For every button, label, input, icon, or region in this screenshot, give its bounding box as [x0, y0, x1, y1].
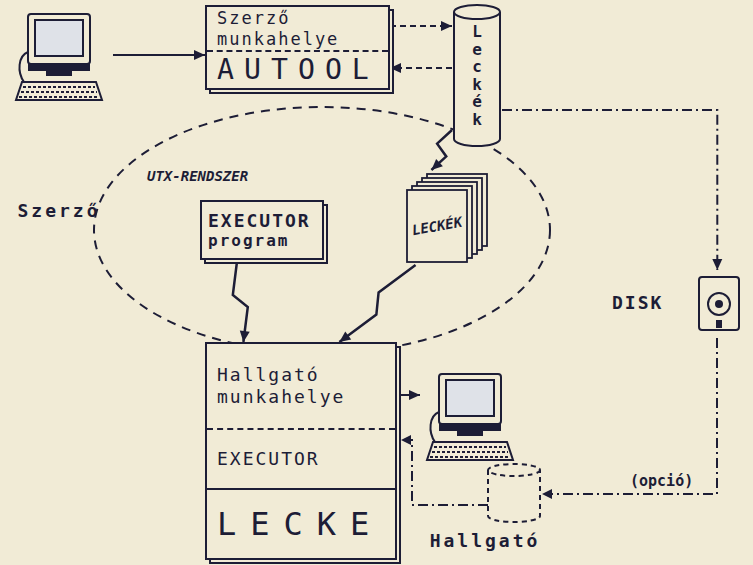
connector	[431, 130, 452, 170]
box-section: Hallgató munkahelye	[207, 344, 395, 430]
label-holder: UTX-RENDSZER	[147, 167, 297, 185]
label-holder: DISK	[612, 270, 694, 335]
author-terminal: Szerző	[5, 12, 113, 222]
arrow-head	[712, 259, 722, 270]
arrow-head	[542, 489, 552, 499]
terminal-label: Hallgató	[420, 530, 550, 552]
box-heading: Hallgató munkahelye	[217, 364, 385, 409]
program-name: EXECUTOR	[208, 210, 316, 232]
student-terminal: Hallgató	[420, 372, 550, 552]
box-section: AUTOOL	[207, 52, 388, 88]
workstation-box: Hallgató munkahelyeEXECUTOR LECKE	[205, 342, 397, 560]
storage-cylinder: Leckék	[452, 3, 502, 148]
connector-line	[502, 110, 717, 270]
arrow-head	[409, 390, 420, 400]
connector-line	[339, 265, 415, 342]
connector	[113, 50, 205, 60]
connector	[339, 265, 415, 342]
arrow-head	[194, 50, 205, 60]
computer-icon	[425, 372, 515, 467]
disk-label: DISK	[612, 292, 694, 314]
arrow-head	[339, 331, 351, 342]
computer-icon	[14, 12, 104, 107]
connector	[502, 110, 722, 270]
box-section: Szerző munkahelye	[207, 7, 388, 52]
disk-drive: DISK	[612, 270, 742, 335]
box-subtitle: program	[208, 231, 316, 250]
program-name: EXECUTOR	[217, 448, 385, 470]
arrow-head	[441, 21, 452, 31]
dashed-cylinder	[488, 464, 540, 522]
program-box: EXECUTORprogram	[200, 200, 324, 260]
connector-line	[113, 54, 205, 56]
lesson-stack: LECKÉK	[405, 170, 493, 265]
connector	[390, 63, 452, 73]
label-holder: Leckék	[452, 23, 502, 136]
system-name: UTX-RENDSZER	[147, 168, 248, 185]
arrow-head	[401, 435, 411, 445]
disk-icon	[698, 276, 740, 331]
arrow-head	[390, 63, 401, 73]
storage-label: Leckék	[469, 23, 485, 129]
arrow-head	[431, 159, 442, 170]
stack-label: LECKÉK	[407, 213, 467, 240]
connector	[233, 260, 250, 342]
option-note: (opció)	[628, 472, 695, 490]
connector-line	[431, 130, 452, 170]
arrow-head	[240, 330, 250, 342]
lesson-name: LECKE	[217, 508, 385, 540]
connector	[397, 390, 420, 400]
box-heading: Szerző munkahelye	[217, 8, 378, 49]
copy-line	[410, 338, 717, 505]
label-holder: LECKÉK	[407, 190, 467, 262]
connector-line	[233, 260, 248, 342]
connector	[390, 21, 452, 31]
box-section: LECKE	[207, 490, 395, 558]
workstation-box: Szerző munkahelyeAUTOOL	[205, 5, 390, 90]
box-section: EXECUTOR	[207, 430, 395, 490]
label-holder: (opció)	[628, 472, 695, 490]
program-name: AUTOOL	[217, 56, 378, 84]
